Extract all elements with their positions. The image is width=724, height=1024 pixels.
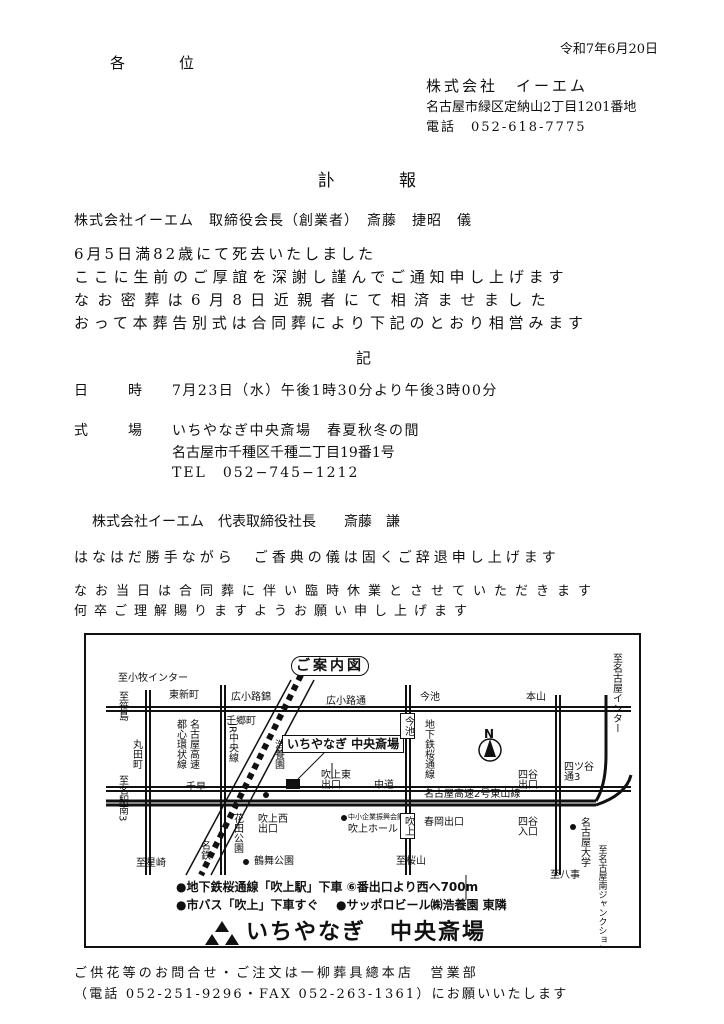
venue-address: 名古屋市千種区千種二丁目19番1号: [172, 445, 395, 461]
map-label: 四ツ谷通3: [564, 762, 594, 783]
company-address: 名古屋市緑区定納山2丁目1201番地: [426, 100, 637, 115]
map-label: 四谷入口: [518, 817, 538, 838]
map-label: 名古屋高速2号東山線: [424, 789, 521, 800]
map-label: 丸田町: [130, 739, 142, 769]
map-label: 千郷町: [226, 716, 256, 727]
map-label: 名鉄: [198, 840, 210, 860]
brand-name: いちやなぎ 中央斎場: [246, 919, 487, 945]
map-label: 中道: [374, 780, 394, 791]
map-label: 吹上東出口: [321, 770, 351, 791]
map-label: 至八事: [550, 870, 580, 881]
deceased-line: 株式会社イーエム 取締役会長（創業者） 斎藤 捷昭 儀: [74, 213, 472, 229]
map-label: 名古屋高速: [187, 719, 199, 769]
body-line: ここに生前のご厚誼を深謝し謹んでご通知申し上げます: [74, 268, 569, 286]
map-label: 鶴舞公園: [254, 856, 294, 867]
map-label: 広小路錦: [231, 692, 271, 703]
map-label: 至名古屋南ジャンクション: [596, 845, 607, 948]
chief-mourner: 株式会社イーエム 代表取締役社長 斎藤 謙: [92, 514, 400, 530]
venue-tel: TEL 052−745−1212: [172, 465, 360, 481]
map-label: 至小牧インター: [118, 673, 188, 684]
direction-line: ●地下鉄桜通線「吹上駅」下車 ⑥番出口より西へ700m: [176, 880, 479, 894]
company-name: 株式会社 イーエム: [426, 77, 589, 95]
body-line: なお密葬は6月8日近親者にて相済ませました: [74, 291, 555, 309]
map-label: 中小企業振興会館: [348, 813, 404, 821]
note-line: なお当日は合同葬に伴い臨時休業とさせていただきます: [74, 584, 600, 599]
map-label: 都心環状線: [174, 719, 186, 769]
map-label: 至星崎: [136, 858, 166, 869]
map-label: 今池: [420, 692, 440, 703]
map-label: 東新町: [169, 690, 199, 701]
map-roads: [106, 673, 633, 900]
map-label: 至名駅南3: [116, 775, 128, 822]
access-map: ご案内図 至小牧インター 東新町 広小路錦 広小路通 今池 本山 至笹島 都心環…: [84, 633, 641, 948]
note-line: 何卒ご理解賜りますようお願い申し上げます: [74, 604, 475, 619]
map-title: ご案内図: [291, 656, 369, 676]
footer-line: （電話 052-251-9296・FAX 052-263-1361）にお願いいた…: [74, 987, 569, 1002]
map-label: 広小路通: [326, 696, 366, 707]
note-line: はなはだ勝手ながら ご香典の儀は固くご辞退申し上げます: [74, 550, 560, 566]
map-label: 千早: [186, 782, 206, 793]
map-label: 吹上ホール: [348, 824, 398, 835]
body-line: おって本葬告別式は合同葬により下記のとおり相営みます: [74, 314, 588, 332]
company-phone: 電話 052-618-7775: [426, 120, 587, 135]
schedule-value: 7月23日（水）午後1時30分より午後3時00分: [172, 383, 498, 399]
brand-logo-icon: [205, 921, 239, 945]
map-label: 地下鉄桜通線: [422, 719, 434, 779]
direction-line: ●サッポロビール㈱浩養園 東隣: [336, 898, 507, 912]
direction-line: ●市バス「吹上」下車すぐ: [176, 898, 319, 912]
issue-date: 令和7年6月20日: [559, 42, 658, 57]
ki-mark: 記: [356, 349, 372, 367]
map-label: 浩養園: [272, 739, 284, 769]
body-line: 6月5日満82歳にて死去いたしました: [74, 245, 377, 263]
map-label: 吹上西出口: [258, 814, 288, 835]
map-label: JR中央線: [226, 723, 238, 763]
imaike-box: 今池: [400, 713, 415, 739]
fukiage-box: 吹上: [400, 813, 415, 839]
map-label: 花田公園: [231, 813, 243, 853]
map-label: 至名古屋インター: [610, 653, 622, 733]
map-label: 四谷出口: [518, 770, 538, 791]
map-label: 本山: [526, 692, 546, 703]
recipients: 各 位: [110, 54, 203, 72]
map-label: 至桜山: [396, 856, 426, 867]
venue-label: 式 場: [74, 423, 146, 439]
map-label: 春岡出口: [424, 817, 464, 828]
page-title: 訃 報: [318, 171, 426, 191]
map-label: 至笹島: [116, 691, 128, 721]
schedule-label: 日 時: [74, 383, 146, 399]
footer-line: ご供花等のお問合せ・ご注文は一柳葬具總本店 営業部: [74, 966, 480, 981]
map-label: 名古屋大学: [578, 817, 590, 867]
venue-name: いちやなぎ中央斎場 春夏秋冬の間: [172, 423, 420, 439]
north-label: N: [484, 727, 495, 741]
venue-box: いちやなぎ 中央斎場: [282, 735, 405, 753]
